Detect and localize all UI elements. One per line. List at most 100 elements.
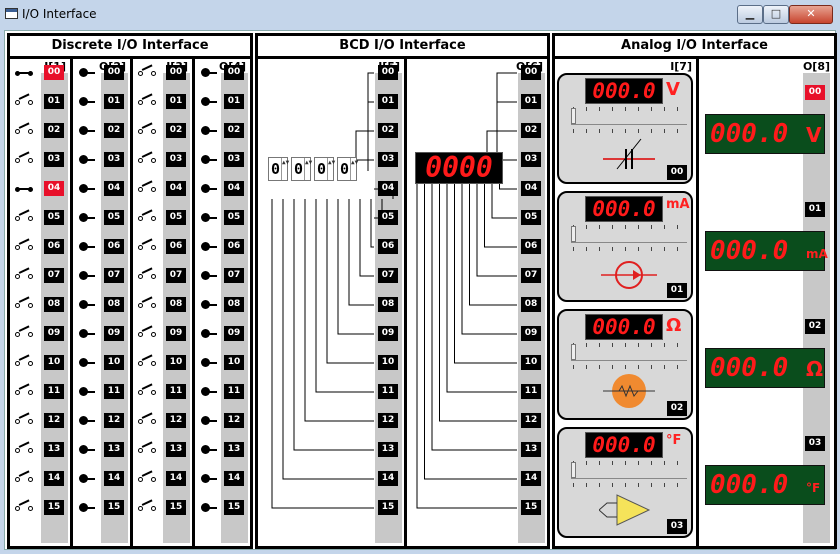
switch-icon[interactable] [137,499,161,512]
switch-icon[interactable] [137,470,161,483]
spinner-arrows[interactable]: ▲▼ [327,158,335,180]
output-lead [209,391,217,393]
switch-terminal [15,361,20,366]
switch-icon[interactable] [137,93,161,106]
channel-label-12: 12 [521,413,541,428]
switch-terminal [15,158,20,163]
switch-icon[interactable] [14,67,38,77]
output-lead [87,449,95,451]
switch-icon[interactable] [14,470,38,483]
switch-icon[interactable] [14,441,38,454]
discrete-panel: Discrete I/O Interface I[1]0001020304050… [7,33,253,549]
bcd-digit-spinner[interactable]: 0▲▼ [314,157,335,181]
output-lead [87,304,95,306]
switch-icon[interactable] [137,441,161,454]
switch-blade [141,180,153,187]
switch-icon[interactable] [14,383,38,396]
switch-icon[interactable] [137,296,161,309]
slider-ticks [573,343,683,347]
output-lead [87,391,95,393]
spinner-arrows[interactable]: ▲▼ [350,158,358,180]
switch-terminal [15,303,20,308]
slider-thumb[interactable] [571,344,576,360]
switch-icon[interactable] [137,209,161,222]
switch-icon[interactable] [14,209,38,222]
switch-icon[interactable] [14,151,38,164]
switch-icon[interactable] [137,122,161,135]
channel-label-05: 05 [521,210,541,225]
slider-thumb[interactable] [571,462,576,478]
switch-icon[interactable] [14,296,38,309]
analog-input-unit: mA [666,197,690,212]
channel-label-02: 02 [378,123,398,138]
output-indicator-icon [201,213,210,222]
output-indicator-icon [201,126,210,135]
switch-terminal [15,477,20,482]
switch-terminal [138,216,143,221]
bcd-digit-spinner[interactable]: 0▲▼ [268,157,289,181]
maximize-button[interactable]: □ [763,5,789,24]
bcd-digit-spinner[interactable]: 0▲▼ [337,157,358,181]
channel-label-01: 01 [224,94,244,109]
switch-blade [141,296,153,303]
switch-icon[interactable] [137,412,161,425]
switch-icon[interactable] [14,93,38,106]
output-indicator-icon [201,445,210,454]
switch-icon[interactable] [137,354,161,367]
channel-label-00: 00 [224,65,244,80]
switch-terminal [138,303,143,308]
minimize-button[interactable]: ▁ [737,5,763,24]
slider-thumb[interactable] [571,226,576,242]
channel-label-06: 06 [44,239,64,254]
switch-icon[interactable] [14,183,38,193]
slider-thumb[interactable] [571,108,576,124]
channel-label-15: 15 [166,500,186,515]
channel-label-03: 03 [224,152,244,167]
switch-icon[interactable] [14,412,38,425]
output-lead [87,246,95,248]
slider-ticks [573,107,683,111]
output-lead [209,420,217,422]
analog-input-slider[interactable] [571,108,687,125]
analog-input-slider[interactable] [571,226,687,243]
channel-label-15: 15 [224,500,244,515]
switch-icon[interactable] [137,180,161,193]
output-lead [87,420,95,422]
spinner-arrows[interactable]: ▲▼ [281,158,289,180]
bcd-digit-value: 0 [271,160,281,178]
bcd-panel: BCD I/O Interface I[5]0▲▼0▲▼0▲▼0▲▼000102… [255,33,550,549]
switch-icon[interactable] [137,267,161,280]
switch-icon[interactable] [137,325,161,338]
switch-icon[interactable] [137,383,161,396]
switch-icon[interactable] [14,325,38,338]
output-indicator-icon [79,300,88,309]
output-indicator-icon [201,300,210,309]
channel-label-00: 00 [805,85,825,100]
channel-label-09: 09 [521,326,541,341]
switch-icon[interactable] [14,267,38,280]
switch-icon[interactable] [14,499,38,512]
analog-input-slider[interactable] [571,344,687,361]
switch-terminal [138,361,143,366]
switch-terminal [151,158,156,163]
channel-label-08: 08 [521,297,541,312]
analog-input-readout: 000.0 [585,432,663,458]
bcd-digit-spinner[interactable]: 0▲▼ [291,157,312,181]
output-indicator-icon [79,271,88,280]
switch-icon[interactable] [137,151,161,164]
switch-terminal [28,71,33,76]
switch-terminal [28,419,33,424]
switch-icon[interactable] [14,122,38,135]
analog-input-readout: 000.0 [585,78,663,104]
output-lead [87,478,95,480]
switch-icon[interactable] [14,238,38,251]
analog-input-slider[interactable] [571,462,687,479]
spinner-arrows[interactable]: ▲▼ [304,158,312,180]
switch-blade [141,122,153,129]
close-button[interactable]: ✕ [789,5,833,24]
switch-icon[interactable] [137,64,161,77]
switch-icon[interactable] [137,238,161,251]
switch-icon[interactable] [14,354,38,367]
